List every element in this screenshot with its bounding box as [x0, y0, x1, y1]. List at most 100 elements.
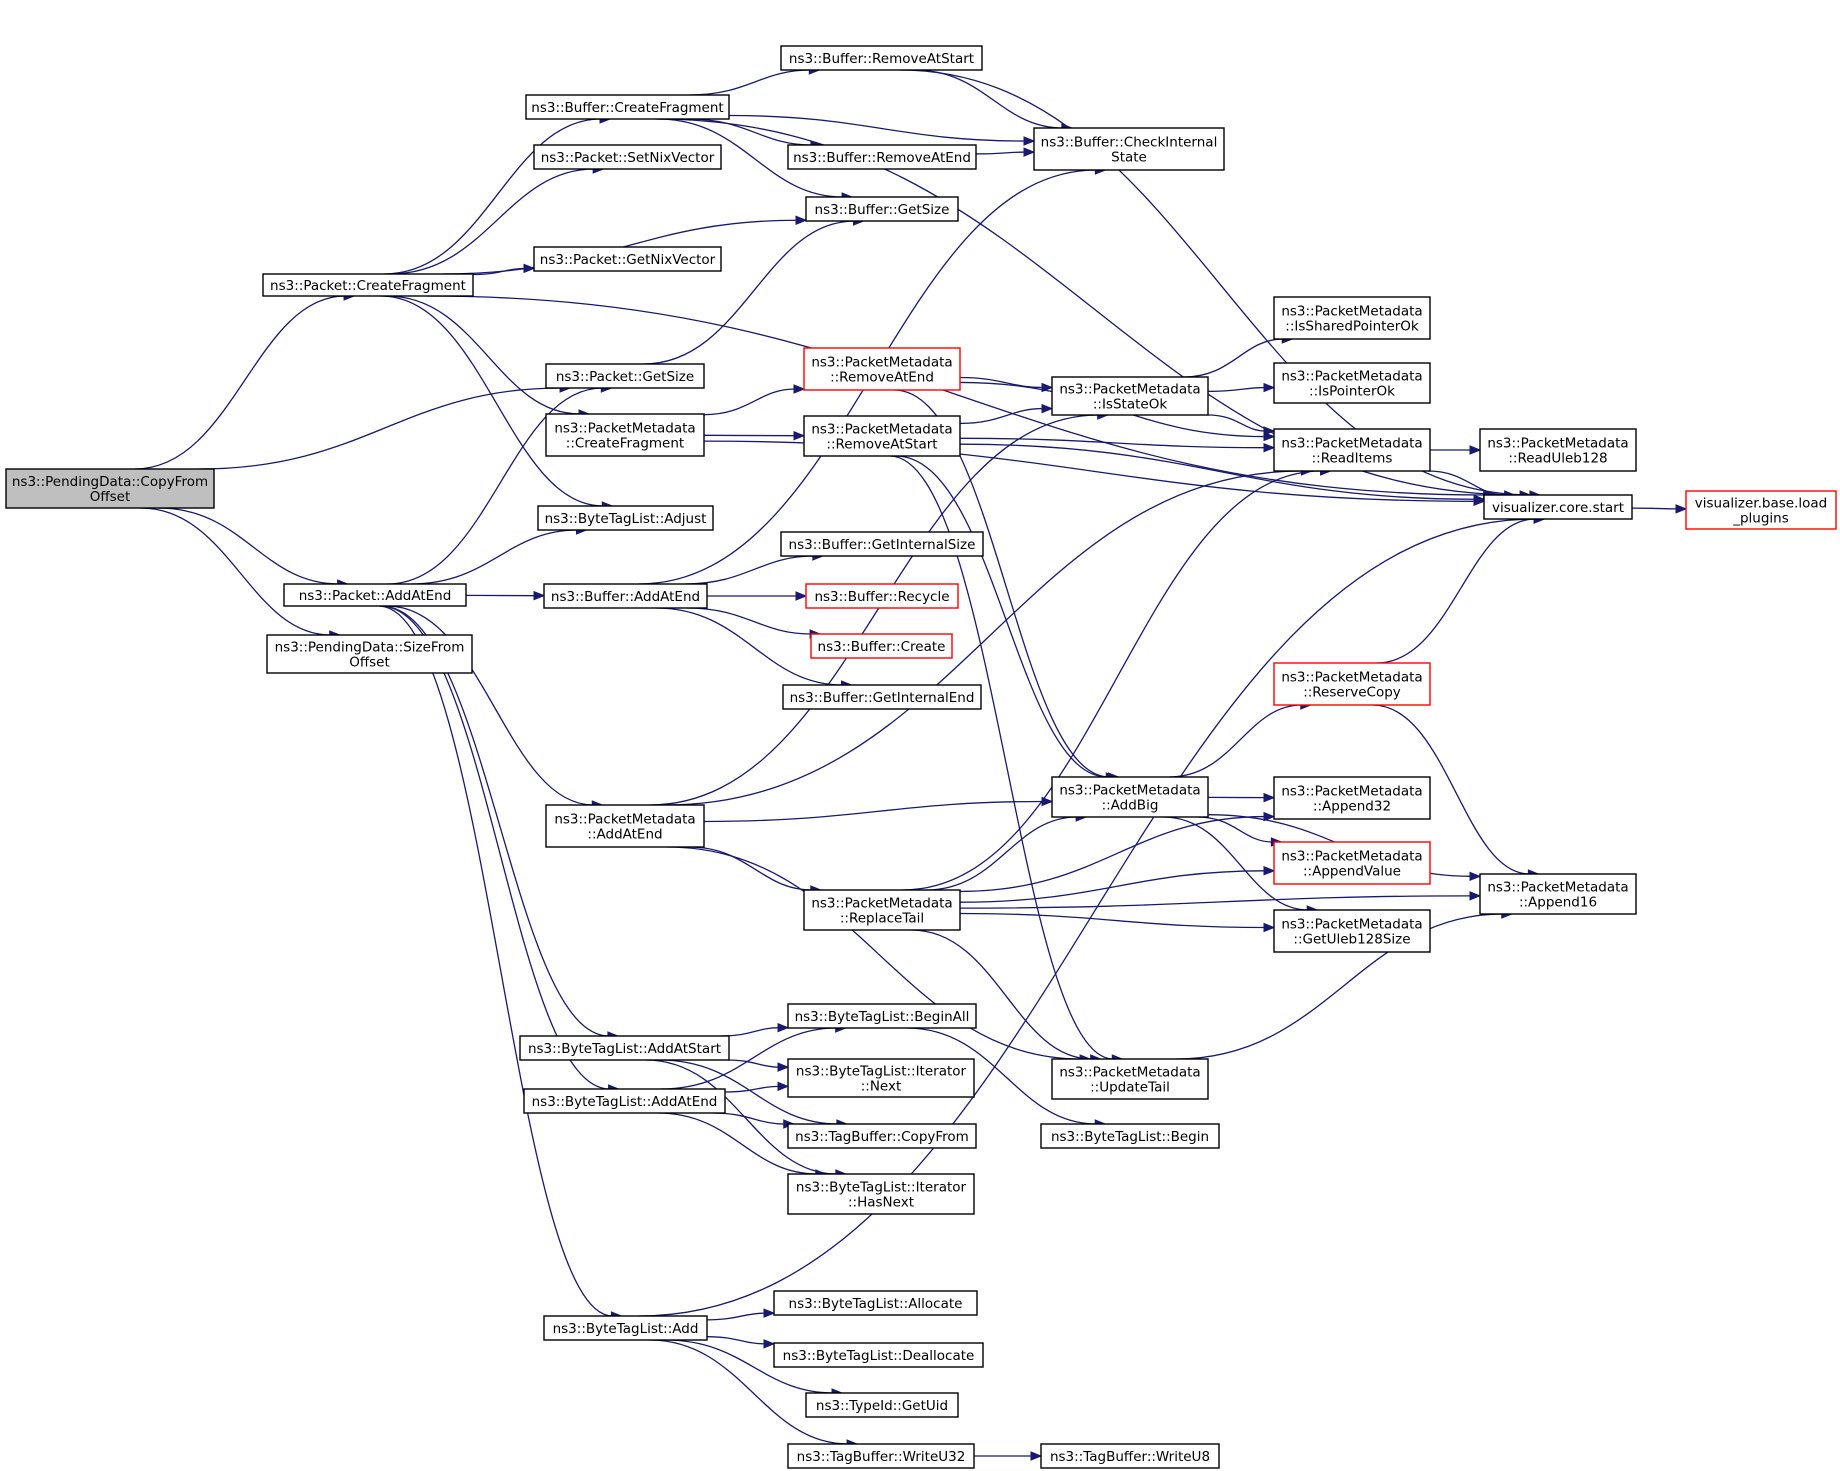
- node-pm-append32[interactable]: ns3::PacketMetadata::Append32: [1273, 776, 1431, 820]
- node-btl-allocate[interactable]: ns3::ByteTagList::Allocate: [773, 1290, 978, 1316]
- node-btl-begin[interactable]: ns3::ByteTagList::Begin: [1040, 1123, 1220, 1149]
- node-pkt-addatend[interactable]: ns3::Packet::AddAtEnd: [283, 583, 467, 607]
- edge-pm_createfragment-to-pm_removeatstart: [703, 430, 806, 441]
- edge-line: [689, 846, 812, 891]
- node-pm-reservecopy[interactable]: ns3::PacketMetadata::ReserveCopy: [1273, 662, 1431, 706]
- node-label: ns3::PacketMetadata: [1281, 784, 1422, 800]
- node-box: [537, 505, 714, 531]
- node-pkt-getsize[interactable]: ns3::Packet::GetSize: [545, 363, 705, 389]
- node-pm-issharedpointerok[interactable]: ns3::PacketMetadata::IsSharedPointerOk: [1273, 296, 1431, 340]
- arrow-head-icon: [1263, 426, 1276, 436]
- node-pkt-getnix[interactable]: ns3::Packet::GetNixVector: [533, 246, 722, 272]
- node-pm-ispointerok[interactable]: ns3::PacketMetadata::IsPointerOk: [1273, 362, 1431, 404]
- node-label: ns3::PacketMetadata: [1059, 382, 1200, 398]
- node-buf-createfragment[interactable]: ns3::Buffer::CreateFragment: [525, 94, 730, 120]
- edge-buf_addatend-to-buf_create: [686, 607, 822, 639]
- node-label: ns3::Buffer::GetInternalSize: [789, 537, 976, 553]
- edge-buf_createfragment-to-buf_checkinternal: [728, 114, 1036, 146]
- node-pm-appendvalue[interactable]: ns3::PacketMetadata::AppendValue: [1273, 841, 1431, 885]
- edge-line: [1207, 414, 1266, 432]
- node-pm-createfragment[interactable]: ns3::PacketMetadata::CreateFragment: [545, 413, 705, 457]
- node-btl-it-next[interactable]: ns3::ByteTagList::Iterator::Next: [787, 1058, 975, 1098]
- node-pm-readitems[interactable]: ns3::PacketMetadata::ReadItems: [1273, 428, 1431, 472]
- node-box: [1040, 1443, 1220, 1469]
- arrow-head-icon: [777, 1062, 790, 1072]
- node-tb-copyfrom[interactable]: ns3::TagBuffer::CopyFrom: [787, 1123, 977, 1149]
- edge-line: [914, 69, 1063, 129]
- node-pm-replacetail[interactable]: ns3::PacketMetadata::ReplaceTail: [803, 889, 961, 931]
- node-pm-addatend[interactable]: ns3::PacketMetadata::AddAtEnd: [545, 804, 705, 848]
- edge-line: [134, 295, 346, 470]
- node-pm-isstateok[interactable]: ns3::PacketMetadata::IsStateOk: [1051, 376, 1209, 416]
- node-label: ns3::Packet::SetNixVector: [541, 150, 715, 166]
- node-label: ns3::ByteTagList::Iterator: [796, 1180, 967, 1196]
- edge-line: [1372, 704, 1530, 875]
- edge-line: [390, 168, 595, 275]
- edge-btl_addatstart-to-btl_it_next: [727, 1059, 790, 1072]
- node-box: [787, 1443, 975, 1469]
- node-label: ::ReadItems: [1312, 451, 1393, 467]
- node-buf-create[interactable]: ns3::Buffer::Create: [810, 633, 953, 659]
- node-box: [1479, 428, 1637, 472]
- node-vis-core-start[interactable]: visualizer.core.start: [1483, 494, 1633, 520]
- node-btl-beginall[interactable]: ns3::ByteTagList::BeginAll: [787, 1003, 977, 1029]
- arrow-head-icon: [1469, 891, 1482, 901]
- node-box: [283, 583, 467, 607]
- edge-line: [657, 1112, 817, 1175]
- node-tb-writeu8[interactable]: ns3::TagBuffer::WriteU8: [1040, 1443, 1220, 1469]
- node-pm-removeatend[interactable]: ns3::PacketMetadata::RemoveAtEnd: [803, 347, 961, 391]
- node-btl-add[interactable]: ns3::ByteTagList::Add: [543, 1315, 708, 1341]
- node-label: ::AppendValue: [1303, 864, 1401, 880]
- node-box: [1040, 1123, 1220, 1149]
- node-typeid-getuid[interactable]: ns3::TypeId::GetUid: [805, 1392, 959, 1418]
- node-vis-base-load[interactable]: visualizer.base.load_plugins: [1685, 490, 1837, 530]
- node-label: ns3::Buffer::AddAtEnd: [551, 589, 700, 605]
- node-btl-adjust[interactable]: ns3::ByteTagList::Adjust: [537, 505, 714, 531]
- edge-line: [959, 895, 1472, 909]
- node-pm-getuleb128size[interactable]: ns3::PacketMetadata::GetUleb128Size: [1273, 909, 1431, 953]
- node-box: [1273, 909, 1431, 953]
- node-label: ns3::ByteTagList::Add: [553, 1321, 699, 1337]
- edge-line: [1427, 470, 1506, 496]
- node-label: ::CreateFragment: [566, 436, 684, 452]
- node-buf-getinternalsize[interactable]: ns3::Buffer::GetInternalSize: [780, 531, 984, 557]
- edge-pd_copyfrom-to-pkt_addatend: [158, 507, 349, 589]
- node-buf-getsize[interactable]: ns3::Buffer::GetSize: [805, 196, 959, 222]
- node-btl-deallocate[interactable]: ns3::ByteTagList::Deallocate: [773, 1342, 984, 1368]
- node-tb-writeu32[interactable]: ns3::TagBuffer::WriteU32: [787, 1443, 975, 1469]
- node-box: [1273, 662, 1431, 706]
- arrow-head-icon: [533, 590, 546, 601]
- node-buf-getinternalend[interactable]: ns3::Buffer::GetInternalEnd: [782, 684, 982, 710]
- edge-pkt_getsize-to-buf_getsize: [643, 216, 865, 365]
- node-pm-updatetail[interactable]: ns3::PacketMetadata::UpdateTail: [1051, 1058, 1209, 1100]
- node-pm-append16[interactable]: ns3::PacketMetadata::Append16: [1479, 873, 1637, 915]
- edge-line: [925, 816, 1078, 891]
- node-label: ns3::PacketMetadata: [1059, 1065, 1200, 1081]
- node-label: ::RemoveAtEnd: [830, 370, 934, 386]
- edge-btl_add-to-btl_allocate: [706, 1308, 776, 1321]
- edge-pm_replacetail-to-pm_appendvalue: [959, 866, 1276, 903]
- node-pm-removeatstart[interactable]: ns3::PacketMetadata::RemoveAtStart: [803, 415, 961, 457]
- node-box: [1273, 428, 1431, 472]
- edge-line: [1376, 518, 1536, 664]
- node-pm-addbig[interactable]: ns3::PacketMetadata::AddBig: [1051, 776, 1209, 818]
- node-pm-readuleb128[interactable]: ns3::PacketMetadata::ReadUleb128: [1479, 428, 1637, 472]
- edge-pkt_createfragment-to-btl_adjust: [380, 295, 614, 511]
- node-btl-addatstart[interactable]: ns3::ByteTagList::AddAtStart: [519, 1035, 730, 1061]
- edge-line: [706, 1312, 766, 1321]
- node-buf-addatend[interactable]: ns3::Buffer::AddAtEnd: [543, 583, 708, 609]
- node-pkt-setnix[interactable]: ns3::Packet::SetNixVector: [533, 144, 722, 170]
- node-label: ns3::PacketMetadata: [1487, 880, 1628, 896]
- node-buf-removeatend[interactable]: ns3::Buffer::RemoveAtEnd: [787, 144, 977, 170]
- node-label: ::AddAtEnd: [587, 827, 662, 843]
- node-box: [773, 1290, 978, 1316]
- node-pkt-createfragment[interactable]: ns3::Packet::CreateFragment: [262, 273, 474, 297]
- node-buf-removeatstart[interactable]: ns3::Buffer::RemoveAtStart: [780, 45, 983, 71]
- arrow-head-icon: [1675, 504, 1688, 514]
- node-btl-it-hasnext[interactable]: ns3::ByteTagList::Iterator::HasNext: [787, 1173, 975, 1215]
- node-buf-recycle[interactable]: ns3::Buffer::Recycle: [805, 583, 959, 609]
- node-btl-addatend[interactable]: ns3::ByteTagList::AddAtEnd: [523, 1088, 726, 1114]
